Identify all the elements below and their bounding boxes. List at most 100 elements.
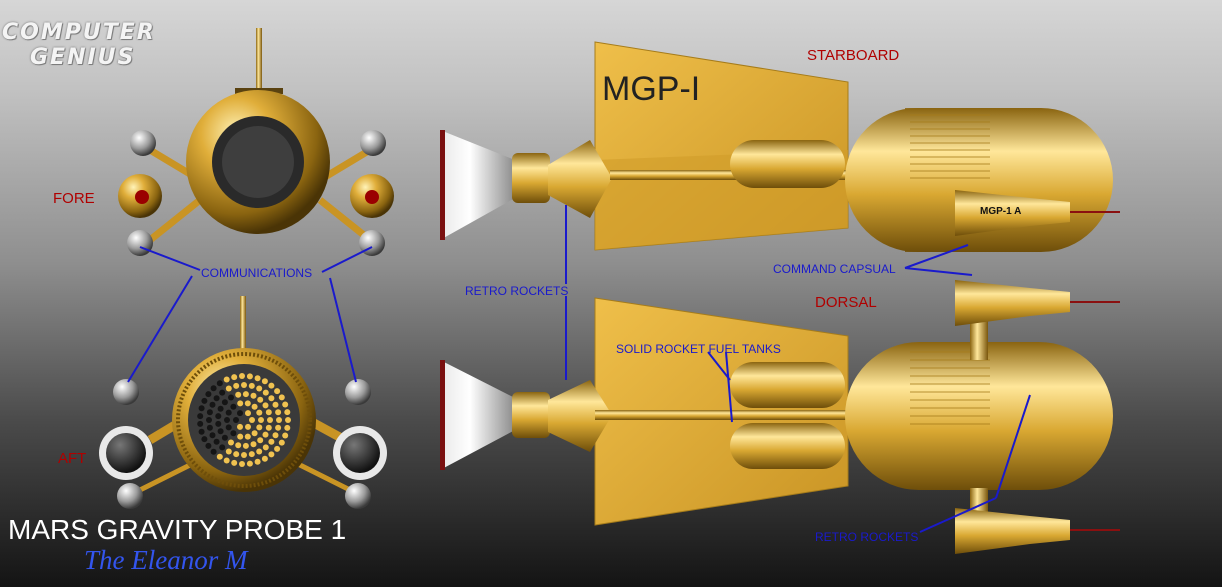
thruster-hole xyxy=(257,396,264,403)
thruster-hole xyxy=(198,405,205,412)
thruster-hole xyxy=(228,439,234,446)
label-starboard: STARBOARD xyxy=(807,47,900,64)
thruster-hole xyxy=(205,391,212,398)
dorsal-view xyxy=(440,280,1120,554)
thruster-hole xyxy=(206,417,212,423)
thruster-hole xyxy=(278,394,285,401)
thruster-hole xyxy=(237,410,243,417)
label-solid-rocket-fuel-tanks: SOLID ROCKET FUEL TANKS xyxy=(616,342,781,356)
thruster-hole xyxy=(197,413,204,420)
aft-view xyxy=(99,296,387,509)
thruster-hole xyxy=(274,388,281,395)
thruster-hole xyxy=(251,430,258,437)
thruster-hole xyxy=(256,424,263,431)
thruster-hole xyxy=(242,442,249,449)
thruster-hole xyxy=(197,420,204,427)
thruster-hole xyxy=(225,385,232,392)
thruster-hole xyxy=(221,434,228,441)
thruster-hole xyxy=(239,461,245,467)
thruster-hole xyxy=(267,417,273,423)
thruster-hole xyxy=(261,455,268,462)
thruster-hole xyxy=(241,452,247,458)
thruster-hole xyxy=(274,445,281,452)
thruster-hole xyxy=(233,382,240,389)
thruster-hole xyxy=(224,417,230,423)
fore-view xyxy=(118,28,394,256)
thruster-hole xyxy=(233,451,240,458)
thruster-hole xyxy=(244,433,251,440)
thruster-hole xyxy=(249,417,255,423)
thruster-hole xyxy=(268,382,275,389)
thruster-hole xyxy=(239,373,245,379)
thruster-hole xyxy=(209,432,216,439)
thruster-hole xyxy=(225,448,232,455)
thruster-hole xyxy=(237,433,244,440)
thruster-hole xyxy=(244,400,251,407)
thruster-hole xyxy=(209,401,216,408)
thruster-hole xyxy=(237,400,244,407)
thruster-hole xyxy=(278,439,285,446)
thruster-hole xyxy=(272,401,279,408)
thruster-hole xyxy=(198,428,205,435)
thruster-hole xyxy=(245,423,251,430)
leader-lines xyxy=(127,205,1031,533)
thruster-hole xyxy=(216,453,223,460)
thruster-hole xyxy=(265,424,272,431)
thruster-hole xyxy=(261,378,268,385)
thruster-hole xyxy=(213,438,220,445)
thruster-hole xyxy=(258,417,264,423)
thruster-hole xyxy=(206,409,213,416)
thruster-hole xyxy=(284,409,291,416)
fin-marking: MGP-I xyxy=(602,70,701,108)
thruster-hole xyxy=(210,385,217,392)
thruster-hole xyxy=(210,448,217,455)
thruster-hole xyxy=(262,431,269,438)
thruster-hole xyxy=(285,417,291,423)
thruster-hole xyxy=(262,444,269,451)
thruster-hole xyxy=(256,385,263,392)
thruster-hole xyxy=(276,417,282,423)
label-aft: AFT xyxy=(58,450,87,467)
thruster-hole xyxy=(250,392,257,399)
label-fore: FORE xyxy=(53,190,95,207)
thruster-hole xyxy=(268,451,275,458)
label-retro-rockets: RETRO ROCKETS xyxy=(465,284,569,298)
thruster-hole xyxy=(225,424,232,431)
label-communications: COMMUNICATIONS xyxy=(201,266,313,280)
thruster-hole xyxy=(231,374,238,381)
thruster-hole xyxy=(213,395,220,402)
thruster-hole xyxy=(241,382,247,388)
label-retro-rockets-lower: RETRO ROCKETS xyxy=(815,530,919,544)
thruster-hole xyxy=(248,382,255,389)
thruster-hole xyxy=(268,395,275,402)
thruster-hole xyxy=(254,458,261,465)
thruster-hole xyxy=(223,457,230,464)
logo-line2: GENIUS xyxy=(30,45,136,70)
thruster-hole xyxy=(215,413,222,420)
page-title: MARS GRAVITY PROBE 1 xyxy=(8,514,347,545)
thruster-hole xyxy=(250,441,257,448)
starboard-view xyxy=(440,41,1120,252)
thruster-hole xyxy=(245,410,251,417)
thruster-hole xyxy=(268,438,275,445)
thruster-hole xyxy=(282,432,289,439)
thruster-hole xyxy=(257,437,264,444)
thruster-hole xyxy=(254,375,261,382)
logo-line1: COMPUTER xyxy=(2,20,156,45)
thruster-hole xyxy=(231,459,238,466)
thruster-hole xyxy=(248,451,255,458)
thruster-hole xyxy=(265,409,272,416)
capsule-marking: MGP-1 A xyxy=(980,206,1022,217)
thruster-hole xyxy=(206,424,213,431)
label-command-capsual: COMMAND CAPSUAL xyxy=(773,262,896,276)
thruster-hole xyxy=(246,373,253,380)
thruster-hole xyxy=(262,402,269,409)
thruster-hole xyxy=(237,423,243,430)
thruster-hole xyxy=(230,403,237,410)
thruster-hole xyxy=(219,389,226,396)
thruster-hole xyxy=(284,424,291,431)
thruster-hole xyxy=(228,394,234,401)
thruster-hole xyxy=(256,409,263,416)
thruster-hole xyxy=(282,401,289,408)
